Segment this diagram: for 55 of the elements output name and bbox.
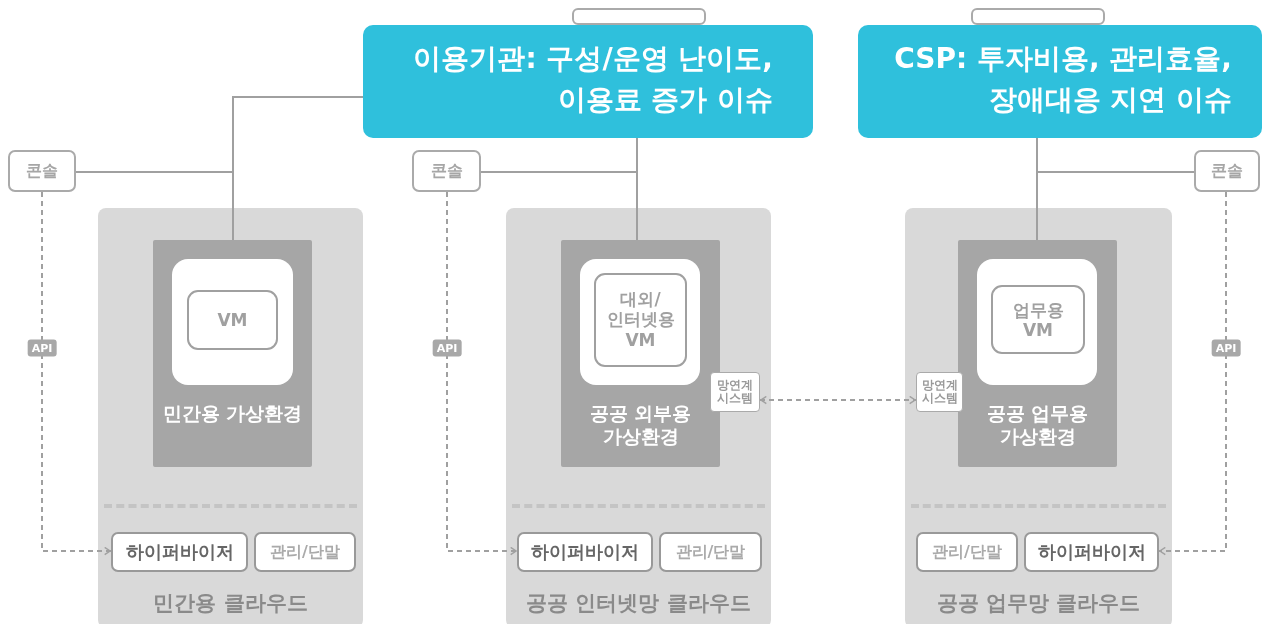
environment-label: 공공 업무용 가상환경	[985, 402, 1090, 448]
terminal-box	[971, 8, 1105, 25]
dashed-arrow	[1158, 191, 1227, 556]
management-terminal-box	[659, 532, 762, 572]
network-link-box	[710, 372, 760, 412]
dashed-arrow	[446, 191, 518, 556]
hypervisor-label: 하이퍼바이저	[1037, 541, 1146, 563]
console-label: 콘솔	[26, 161, 58, 181]
edge-label: API	[432, 339, 462, 357]
console-box	[1194, 150, 1260, 192]
console-label: 콘솔	[430, 161, 463, 181]
vm-card	[977, 259, 1097, 385]
cloud-label: 공공 인터넷망 클라우드	[525, 590, 752, 616]
network-link-label: 망연계 시스템	[920, 379, 959, 405]
cloud-region	[506, 208, 771, 624]
terminal-box	[572, 8, 706, 25]
dashed-arrow	[41, 191, 112, 556]
virtual-environment-box	[153, 240, 312, 467]
network-link-label: 망연계 시스템	[716, 379, 754, 405]
management-label: 관리/단말	[675, 542, 746, 562]
hypervisor-label: 하이퍼바이저	[531, 541, 639, 563]
environment-label: 민간용 가상환경	[162, 402, 303, 425]
edge-label: API	[1211, 339, 1241, 357]
vm-box	[991, 285, 1085, 354]
callout-text: CSP: 투자비용, 관리효율, 장애대응 지연 이슈	[893, 41, 1233, 118]
callout-box	[363, 25, 813, 138]
management-label: 관리/단말	[270, 542, 340, 562]
hypervisor-label: 하이퍼바이저	[125, 541, 234, 563]
hypervisor-box	[517, 532, 653, 572]
console-label: 콘솔	[1211, 161, 1243, 181]
environment-label: 공공 외부용 가상환경	[588, 402, 693, 448]
console-box	[8, 150, 76, 192]
cloud-label: 민간용 클라우드	[152, 590, 309, 616]
callout-text: 이용기관: 구성/운영 난이도, 이용료 증가 이슈	[412, 41, 774, 118]
vm-card	[580, 259, 700, 385]
vm-box	[594, 273, 687, 367]
management-terminal-box	[254, 532, 356, 572]
console-box	[412, 150, 481, 192]
vm-box	[187, 290, 278, 350]
cloud-region	[98, 208, 363, 624]
hypervisor-box	[1024, 532, 1159, 572]
network-link-box	[916, 372, 963, 412]
cloud-label: 공공 업무망 클라우드	[935, 590, 1142, 616]
virtual-environment-box	[958, 240, 1117, 467]
management-terminal-box	[916, 532, 1018, 572]
hypervisor-box	[111, 532, 248, 572]
callout-box	[858, 25, 1262, 138]
dashed-arrow	[759, 395, 917, 405]
vm-label: VM	[216, 309, 249, 331]
vm-card	[172, 259, 293, 385]
edge-label: API	[27, 339, 57, 357]
management-label: 관리/단말	[932, 542, 1002, 562]
vm-label: 대외/ 인터넷용 VM	[605, 289, 676, 351]
cloud-region	[905, 208, 1172, 624]
vm-label: 업무용 VM	[1011, 299, 1065, 340]
